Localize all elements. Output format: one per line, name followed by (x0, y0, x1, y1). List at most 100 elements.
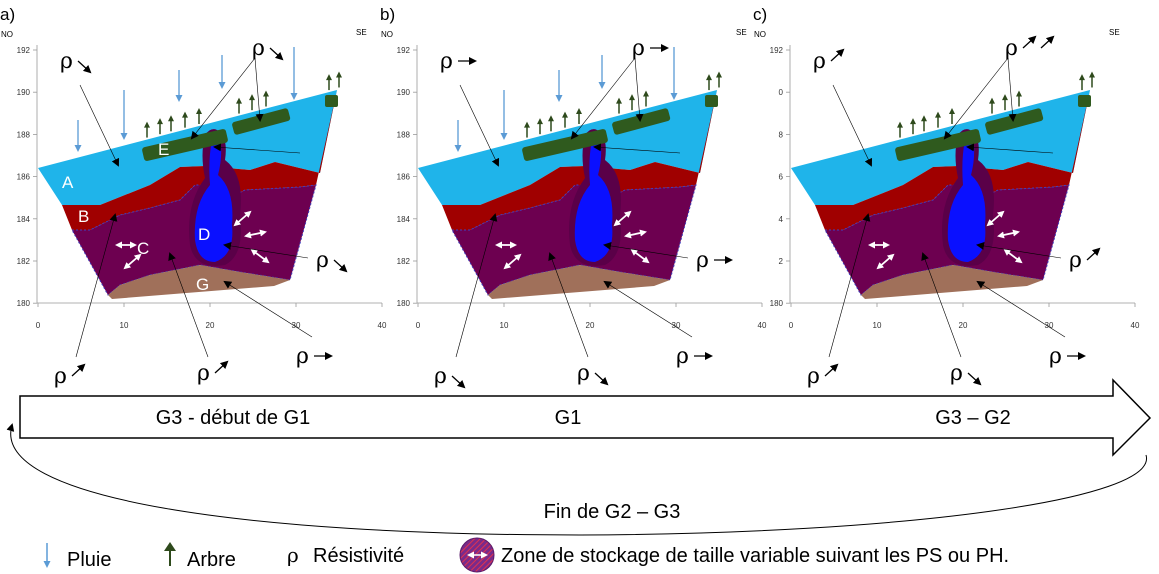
rho-label-5: ρ (577, 361, 590, 386)
tree-icon (157, 118, 163, 135)
leader-line (459, 84, 500, 167)
storage-flow-arrow (630, 248, 650, 264)
x-tick-label: 40 (1131, 321, 1140, 330)
x-tick-label: 30 (672, 321, 681, 330)
tree-icon (562, 111, 568, 128)
zone-label-d: D (198, 225, 210, 244)
tree-icon (910, 118, 916, 135)
legend: Pluie Arbre ρ Résistivité Zone de stocka… (43, 537, 1009, 573)
layer-b (815, 90, 1090, 230)
return-loop-arrow (6, 423, 1147, 536)
rho-label-4-arrow (451, 375, 466, 389)
x-tick-label: 30 (292, 321, 301, 330)
legend-resistivity-label: Résistivité (313, 545, 404, 567)
leader-line (603, 241, 689, 259)
zone-e-bar-1 (522, 129, 608, 161)
layer-g (488, 265, 670, 299)
rho-label-3: ρ (1069, 248, 1082, 273)
tree-icon (1016, 90, 1022, 107)
storage-flow-arrow (123, 253, 142, 270)
corner-label-se: SE (1109, 28, 1120, 37)
tree-icon (182, 111, 188, 128)
rho-label-1: ρ (440, 49, 453, 74)
y-tick-label: 186 (397, 173, 411, 182)
zone-label-g: G (196, 275, 209, 294)
rho-label-3: ρ (316, 248, 329, 273)
leader-line (832, 84, 873, 167)
panel-letter: c) (753, 5, 767, 24)
corner-label-se: SE (736, 28, 747, 37)
tree-icon (249, 94, 255, 111)
y-tick-label: 180 (397, 299, 411, 308)
tree-icon (949, 108, 955, 124)
stage-label-1: G3 - début de G1 (156, 407, 311, 429)
x-tick-label: 10 (500, 321, 509, 330)
storage-flow-arrow (233, 210, 252, 227)
y-tick-label: 192 (17, 46, 31, 55)
panel-letter: a) (0, 5, 15, 24)
rho-label-4: ρ (54, 364, 67, 389)
rho-label-4: ρ (807, 364, 820, 389)
rho-label-5-arrow (214, 360, 229, 374)
leader-line (190, 57, 256, 140)
leader-line (79, 84, 120, 167)
leader-line (548, 252, 589, 358)
zone-e-bar-3 (325, 95, 338, 107)
rho-label-4-arrow (824, 363, 839, 377)
leader-line (943, 57, 1009, 140)
rho-label-5: ρ (197, 361, 210, 386)
rho-label-6: ρ (676, 344, 689, 369)
rho-label-1: ρ (813, 49, 826, 74)
tree-icon (263, 90, 269, 107)
leader-line (213, 143, 301, 154)
leader-line (593, 143, 681, 154)
stage-label-3: G3 – G2 (935, 407, 1011, 429)
tree-icon (921, 115, 927, 132)
rho-label-3-arrow (333, 259, 348, 273)
return-label: Fin de G2 – G3 (544, 501, 681, 523)
tree-icon (643, 90, 649, 107)
rho-label-1: ρ (60, 49, 73, 74)
tree-icon (989, 97, 995, 114)
storage-flow-arrow (624, 229, 647, 239)
rho-label-1-arrow (77, 60, 92, 74)
storage-flow-arrow (986, 210, 1005, 227)
x-tick-label: 10 (120, 321, 129, 330)
corner-label-no: NO (754, 30, 766, 39)
storage-flow-arrow (503, 253, 522, 270)
x-tick-label: 20 (586, 321, 595, 330)
zone-label-a: A (62, 173, 74, 192)
y-tick-label: 184 (397, 215, 411, 224)
rho-label-3-arrow (1086, 247, 1101, 261)
leader-line (223, 280, 313, 338)
rho-label-2-arrow-1 (1022, 35, 1037, 49)
layer-g (108, 265, 290, 299)
legend-rain-label: Pluie (67, 549, 111, 571)
cycle-diagram: G3 - début de G1 G1 G3 – G2 Fin de G2 – … (6, 378, 1152, 536)
tree-icon (524, 121, 530, 138)
x-tick-label: 30 (1045, 321, 1054, 330)
x-tick-label: 40 (758, 321, 767, 330)
y-tick-label: 0 (779, 88, 784, 97)
tree-icon (336, 71, 342, 88)
rho-label-4-arrow (71, 363, 86, 377)
rho-label-5-arrow (594, 372, 609, 386)
y-tick-label: 190 (17, 88, 31, 97)
y-tick-label: 182 (397, 257, 411, 266)
storage-flow-arrow (244, 229, 267, 239)
storage-flow-arrow (876, 253, 895, 270)
y-tick-label: 186 (17, 173, 31, 182)
corner-label-no: NO (381, 30, 393, 39)
legend-tree-label: Arbre (187, 549, 236, 571)
zone-label-b: B (78, 207, 89, 226)
y-tick-label: 188 (17, 130, 31, 139)
zone-label-c: C (137, 239, 149, 258)
tree-icon (716, 71, 722, 88)
leader-line (634, 57, 644, 122)
zone-d-body (947, 138, 986, 262)
storage-flow-arrow (1003, 248, 1023, 264)
layer-g (861, 265, 1043, 299)
